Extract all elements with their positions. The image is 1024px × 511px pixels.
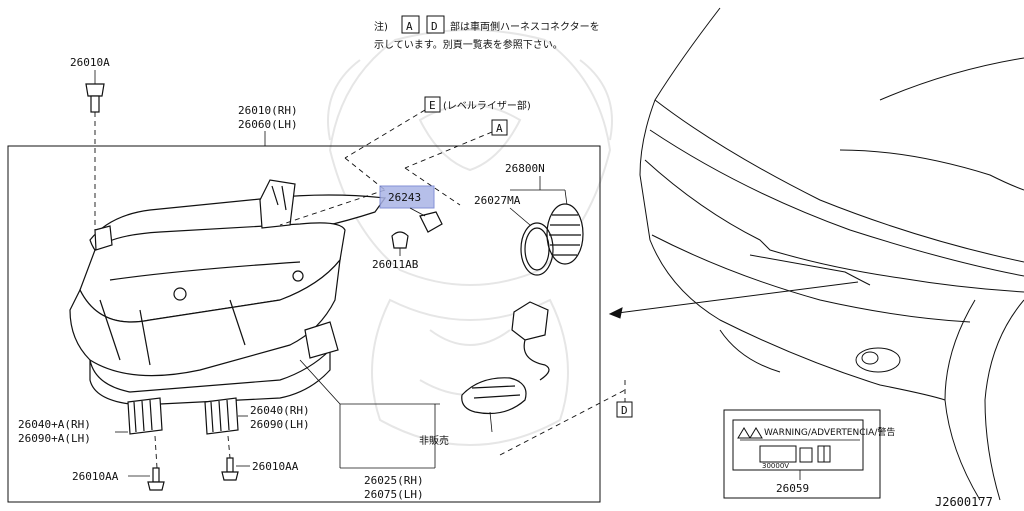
warning-header: WARNING/ADVERTENCIA/警告 <box>764 426 895 438</box>
label-26040a-rh: 26040+A(RH) <box>18 418 91 431</box>
label-26010a: 26010A <box>70 56 110 69</box>
label-26075-lh: 26075(LH) <box>364 488 424 501</box>
warning-triangle-icon <box>737 427 751 439</box>
part-26243[interactable]: 26243 <box>379 185 443 233</box>
part-26010a[interactable]: 26010A <box>70 56 110 230</box>
box-a-letter: A <box>496 122 503 135</box>
label-26010aa-right: 26010AA <box>252 460 299 473</box>
diagram-code: J2600177 <box>935 495 993 509</box>
part-26011ab[interactable]: 26011AB <box>372 231 419 271</box>
label-26243: 26243 <box>388 191 421 204</box>
connector-region: E (レベルライザー部) A <box>279 96 531 226</box>
bolt-head-icon <box>85 83 105 97</box>
note-box-d-letter: D <box>431 20 438 33</box>
box-a <box>491 119 508 136</box>
label-headlamp-assembly: 26010(RH) 26060(LH) <box>238 104 298 146</box>
label-26025-rh: 26025(RH) <box>364 474 424 487</box>
note-prefix: 注) <box>374 20 388 33</box>
screw-head-icon <box>147 481 165 491</box>
bolt-shank-icon <box>90 95 100 113</box>
part-26040[interactable]: 26040(RH) 26090(LH) <box>204 397 310 459</box>
screw-shank-icon-2 <box>226 457 234 473</box>
high-voltage-icon <box>759 445 797 463</box>
igniter-icon <box>511 301 549 341</box>
assembly-frame <box>7 145 601 503</box>
box-e-letter: E <box>429 99 436 112</box>
label-frame <box>723 409 881 499</box>
screw-shank-icon <box>152 467 160 483</box>
warning-voltage: 30000V <box>762 462 789 470</box>
o-ring-icon <box>520 222 554 276</box>
label-26060-lh: 26060(LH) <box>238 118 298 131</box>
socket-icon <box>127 397 163 435</box>
label-26040-rh: 26040(RH) <box>250 404 310 417</box>
box-d <box>616 401 633 418</box>
label-26090-lh: 26090(LH) <box>250 418 310 431</box>
label-26027ma: 26027MA <box>474 194 521 207</box>
vehicle-front-illustration <box>608 7 1024 501</box>
label-26011ab: 26011AB <box>372 258 419 271</box>
part-26800n[interactable]: 26800N <box>505 162 584 265</box>
bulb-icon <box>391 231 409 249</box>
label-26010aa-left: 26010AA <box>72 470 119 483</box>
box-d-marker: D <box>616 401 633 418</box>
note-box-a <box>401 15 420 34</box>
note-box-d <box>426 15 445 34</box>
part-26059[interactable]: WARNING/ADVERTENCIA/警告 30000V 26059 <box>723 409 895 499</box>
part-26025[interactable]: 非販売 26025(RH) 26075(LH) <box>299 301 626 501</box>
socket-icon-2 <box>204 397 239 435</box>
box-e <box>424 96 441 113</box>
warning-label-card <box>732 419 864 471</box>
dust-cap-icon <box>546 203 584 265</box>
label-26059: 26059 <box>776 482 809 495</box>
box-d-letter: D <box>621 404 628 417</box>
part-26040a[interactable]: 26040+A(RH) 26090+A(LH) <box>18 397 163 469</box>
label-not-for-sale: 非販売 <box>419 434 449 447</box>
highlight-26243 <box>379 185 435 209</box>
part-26027ma[interactable]: 26027MA <box>474 194 554 276</box>
label-26800n: 26800N <box>505 162 545 175</box>
note-line2: 示しています。別頁一覧表を参照下さい。 <box>374 38 563 51</box>
screw-head-icon-2 <box>221 471 239 481</box>
label-26090a-lh: 26090+A(LH) <box>18 432 91 445</box>
part-26010aa-right[interactable]: 26010AA <box>221 457 299 481</box>
note-line1: 部は車両側ハーネスコネクターを <box>450 20 600 33</box>
warning-triangle-icon-2 <box>749 427 763 439</box>
note-box-a-letter: A <box>406 20 413 33</box>
label-e-desc: (レベルライザー部) <box>443 99 531 112</box>
hand-icon <box>799 447 813 463</box>
label-26010-rh: 26010(RH) <box>238 104 298 117</box>
bulb-socket-icon <box>419 211 443 233</box>
manual-book-icon <box>817 445 831 463</box>
headlamp-assembly[interactable] <box>69 179 387 406</box>
part-26010aa-left[interactable]: 26010AA <box>72 467 165 491</box>
note-block: 注) A D 部は車両側ハーネスコネクターを 示しています。別頁一覧表を参照下さ… <box>374 15 600 51</box>
